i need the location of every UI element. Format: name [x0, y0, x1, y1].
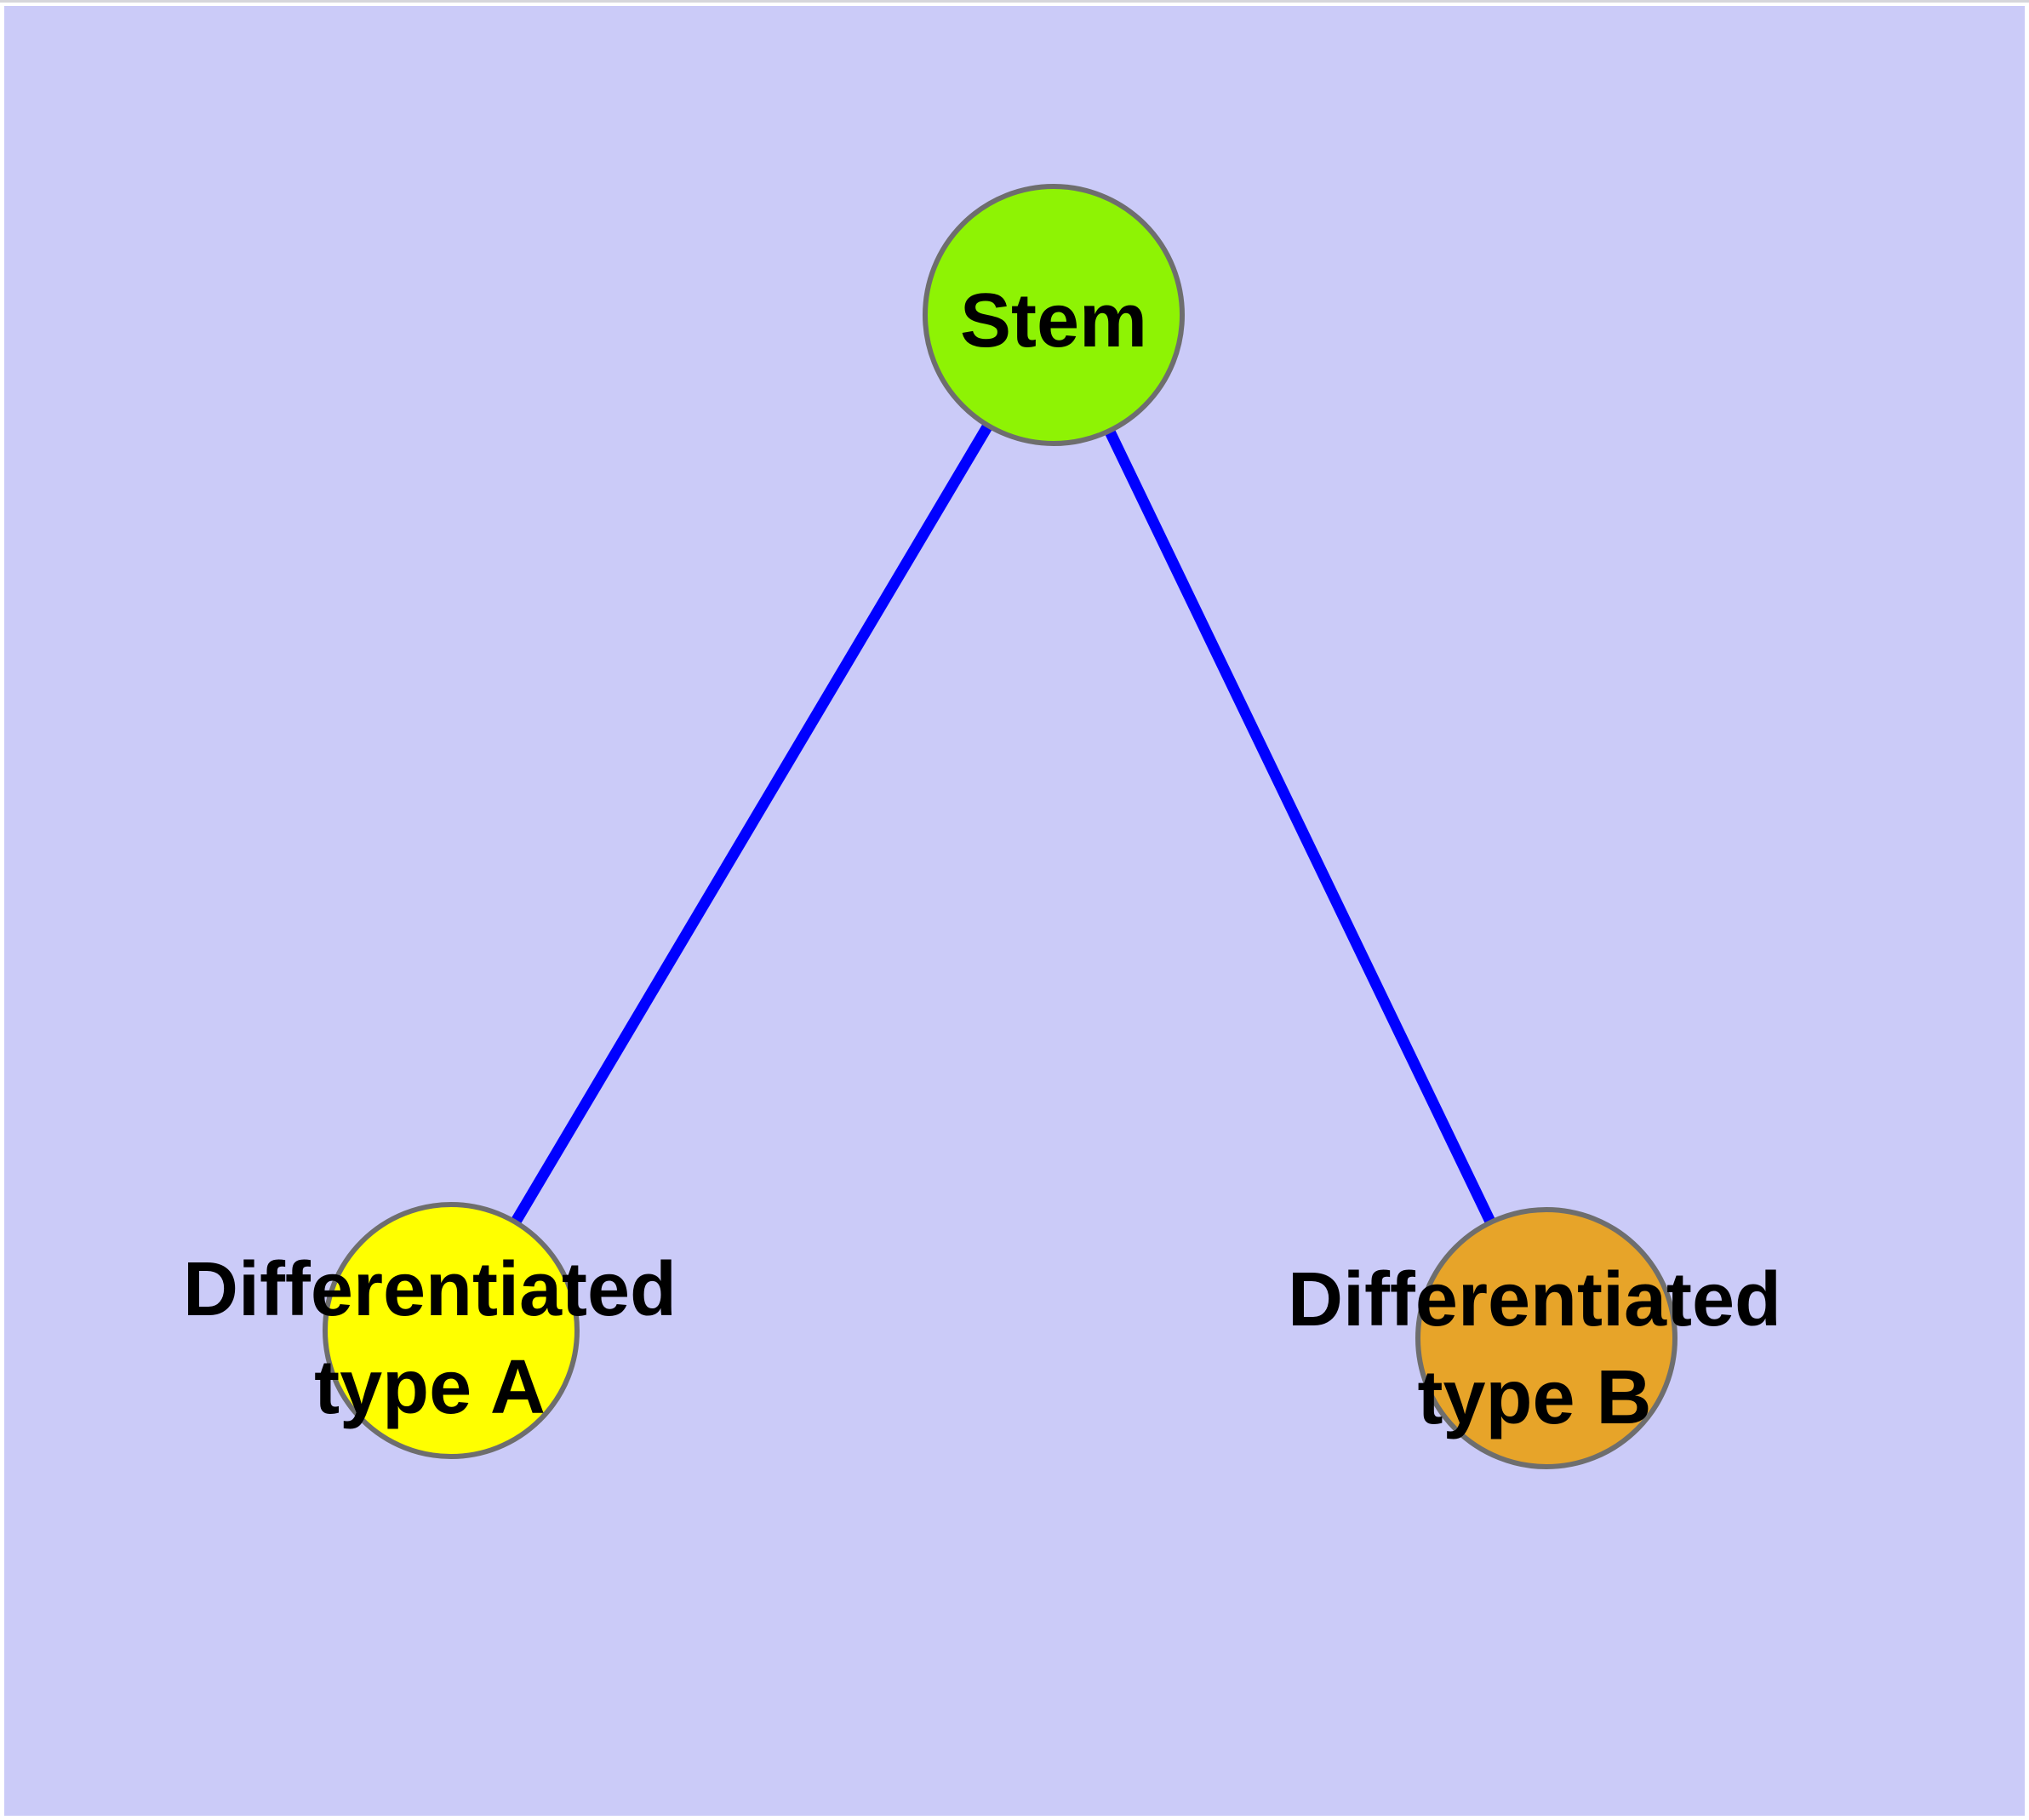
node-type-b-label-line2: type B — [1417, 1355, 1651, 1440]
node-differentiated-type-b[interactable] — [1415, 1207, 1677, 1469]
node-differentiated-type-a[interactable] — [323, 1202, 580, 1459]
edge-stem-to-type-b — [1049, 312, 1552, 1341]
edge-stem-to-type-a — [446, 312, 1059, 1334]
node-stem-label: Stem — [960, 278, 1147, 363]
node-type-a-label-line1: Differentiated — [183, 1247, 677, 1332]
node-type-b-label-line1: Differentiated — [1288, 1257, 1781, 1342]
top-hairline — [0, 0, 2029, 3]
node-stem[interactable] — [923, 184, 1185, 446]
node-type-a-label-line2: type A — [314, 1345, 546, 1430]
